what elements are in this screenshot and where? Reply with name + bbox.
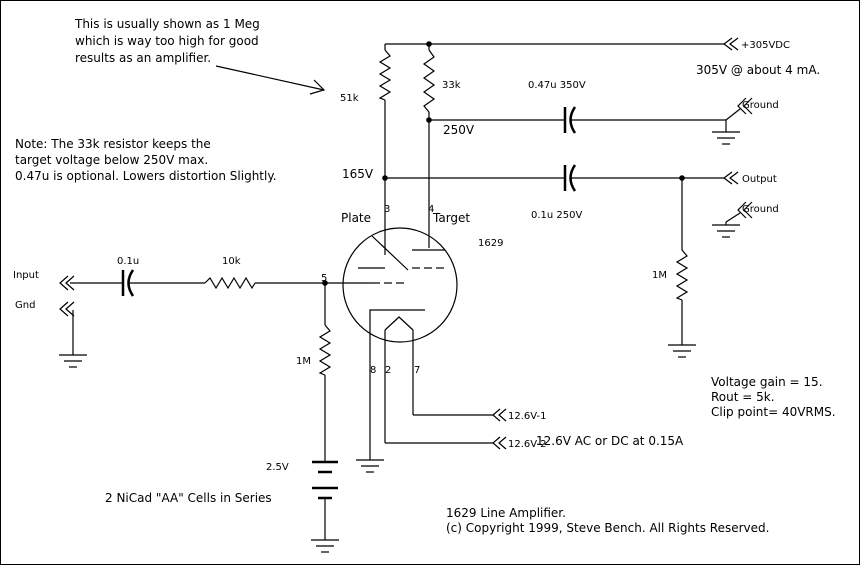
capacitor-047u	[563, 106, 577, 134]
label-33k: 33k	[442, 80, 461, 91]
label-input: Input	[13, 270, 39, 281]
note-top-line: which is way too high for good	[75, 34, 259, 48]
label-tube-type: 1629	[478, 238, 503, 249]
label-10k: 10k	[222, 256, 241, 267]
label-pin-5: 5	[321, 273, 327, 284]
spec-line: Voltage gain = 15.	[711, 375, 823, 389]
note-left-line: target voltage below 250V max.	[15, 153, 208, 167]
label-target: Target	[432, 211, 470, 225]
label-ground: Ground	[742, 100, 779, 111]
label-heater-1: 12.6V-1	[508, 411, 547, 422]
connector-heater-2	[492, 436, 507, 450]
ground-symbol	[668, 344, 696, 358]
label-pin-4: 4	[428, 204, 434, 215]
label-cells: 2 NiCad "AA" Cells in Series	[105, 491, 272, 505]
spec-line: Clip point= 40VRMS.	[711, 405, 836, 419]
component-labels: 51k 33k 250V 165V 0.47u 350V 0.1u 250V +…	[13, 40, 820, 505]
label-pin-7: 7	[414, 365, 420, 376]
vacuum-tube-1629	[342, 227, 458, 343]
label-pin-2: 2	[385, 365, 391, 376]
label-gnd: Gnd	[15, 300, 35, 311]
footer: 1629 Line Amplifier. (c) Copyright 1999,…	[446, 506, 769, 535]
footer-copyright: (c) Copyright 1999, Steve Bench. All Rig…	[446, 521, 769, 535]
capacitor-01u-output	[563, 164, 577, 192]
connector-input	[59, 275, 75, 291]
resistor-1m-grid	[318, 324, 332, 376]
junction-dots	[322, 41, 685, 286]
label-output: Output	[742, 174, 777, 185]
label-supply-note: 305V @ about 4 mA.	[696, 63, 820, 77]
label-ground: Ground	[742, 204, 779, 215]
connector-output	[723, 171, 739, 185]
note-left-line: Note: The 33k resistor keeps the	[15, 137, 211, 151]
specs: Voltage gain = 15. Rout = 5k. Clip point…	[711, 375, 836, 419]
ground-symbol	[712, 131, 740, 145]
resistor-33k	[422, 49, 436, 113]
label-plate: Plate	[341, 211, 371, 225]
label-165v: 165V	[342, 167, 374, 181]
notes: This is usually shown as 1 Meg which is …	[15, 17, 277, 183]
label-heater-2: 12.6V-2	[508, 439, 547, 450]
label-pin-3: 3	[384, 204, 390, 215]
label-cap-01u-output: 0.1u 250V	[531, 210, 583, 221]
ground-symbol	[59, 354, 87, 368]
battery	[312, 460, 338, 510]
resistor-10k	[204, 276, 256, 290]
note-left-line: 0.47u is optional. Lowers distortion Sli…	[15, 169, 277, 183]
note-top-line: results as an amplifier.	[75, 51, 211, 65]
connector-ground	[725, 201, 753, 223]
connector-heater-1	[492, 408, 507, 422]
resistor-51k	[378, 49, 392, 101]
label-heater-note: 12.6V AC or DC at 0.15A	[536, 434, 684, 448]
label-1m-grid: 1M	[296, 356, 311, 367]
footer-title: 1629 Line Amplifier.	[446, 506, 566, 520]
label-cap-047u: 0.47u 350V	[528, 80, 586, 91]
connector-supply	[723, 37, 739, 51]
label-1m-output: 1M	[652, 270, 667, 281]
label-2-5v: 2.5V	[266, 462, 289, 473]
label-supply: +305VDC	[741, 40, 790, 51]
ground-symbol	[356, 459, 384, 473]
label-pin-8: 8	[370, 365, 376, 376]
annotation-arrow	[215, 65, 326, 95]
note-top-line: This is usually shown as 1 Meg	[74, 17, 260, 31]
capacitor-01u-input	[121, 269, 135, 297]
wires	[70, 43, 727, 540]
label-250v: 250V	[443, 123, 475, 137]
resistor-1m-output	[675, 249, 689, 301]
connector-gnd	[59, 301, 75, 317]
spec-line: Rout = 5k.	[711, 390, 775, 404]
ground-symbol	[712, 222, 740, 238]
connector-ground	[725, 97, 753, 121]
label-cap-01u-input: 0.1u	[117, 256, 139, 267]
ground-symbol	[311, 539, 339, 553]
label-51k: 51k	[340, 93, 359, 104]
